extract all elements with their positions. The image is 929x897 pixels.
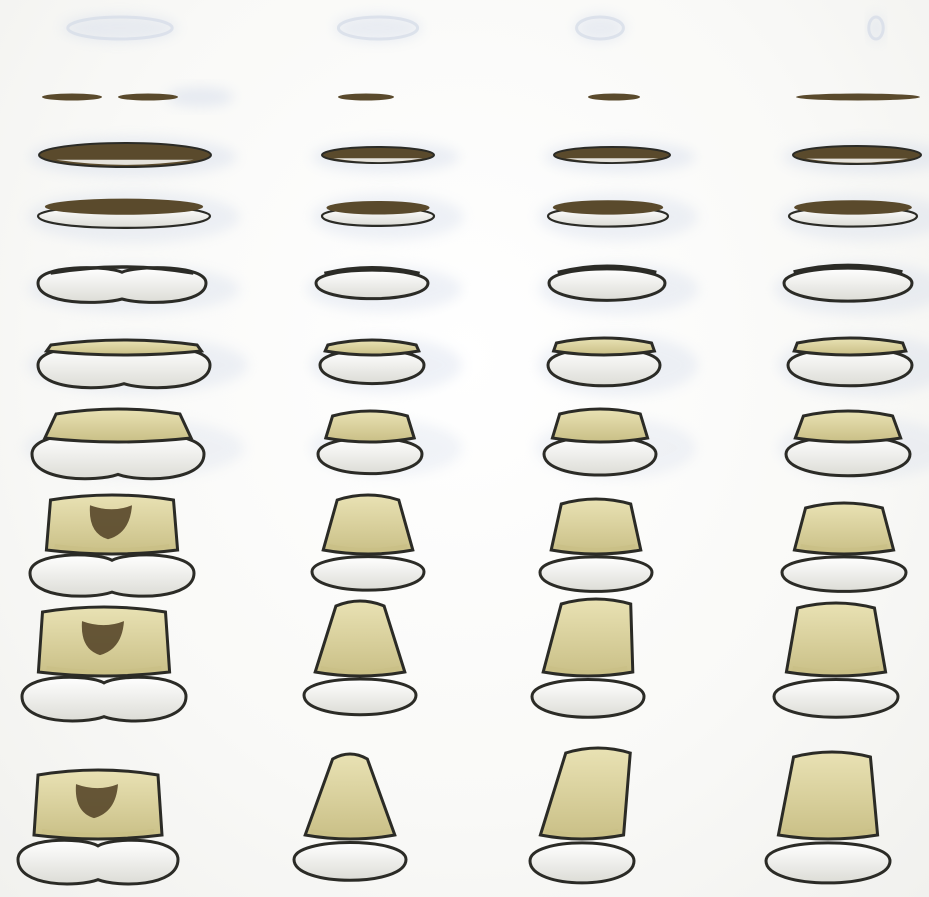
section-dentin xyxy=(305,754,395,839)
section-enamel xyxy=(530,843,634,883)
section-enamel xyxy=(38,268,206,303)
section-enamel xyxy=(18,840,178,884)
section-dentin xyxy=(326,411,414,442)
section-slit xyxy=(338,94,394,101)
section-enamel xyxy=(316,270,428,299)
section-dentin xyxy=(47,340,202,355)
section-dentin xyxy=(45,409,191,442)
section-cavity xyxy=(326,201,429,215)
section-enamel xyxy=(22,677,186,721)
section-enamel xyxy=(549,269,665,301)
section-cavity xyxy=(794,200,912,214)
section-enamel xyxy=(766,843,890,883)
section-cavity xyxy=(45,199,203,215)
section-slit xyxy=(42,94,102,101)
section-enamel xyxy=(294,842,406,880)
section-enamel xyxy=(532,679,644,717)
section-enamel xyxy=(304,679,416,715)
section-enamel xyxy=(782,557,906,592)
section-dentin xyxy=(315,601,405,676)
section-enamel xyxy=(784,268,912,301)
section-slit xyxy=(118,94,178,101)
section-enamel xyxy=(774,679,898,717)
section-dentin xyxy=(786,603,885,676)
section-enamel xyxy=(540,557,652,592)
section-dentin xyxy=(795,411,900,442)
section-dentin xyxy=(325,340,419,355)
section-dentin xyxy=(543,599,633,676)
section-dentin xyxy=(552,409,647,442)
section-dentin xyxy=(323,495,413,554)
section-slit xyxy=(588,94,640,101)
section-dentin xyxy=(794,338,906,355)
section-slit xyxy=(796,94,920,101)
section-enamel xyxy=(312,557,424,590)
section-dentin xyxy=(554,338,655,355)
section-enamel xyxy=(30,555,194,596)
section-cavity xyxy=(553,200,663,214)
section-dentin xyxy=(778,752,877,839)
section-dentin xyxy=(540,748,630,839)
